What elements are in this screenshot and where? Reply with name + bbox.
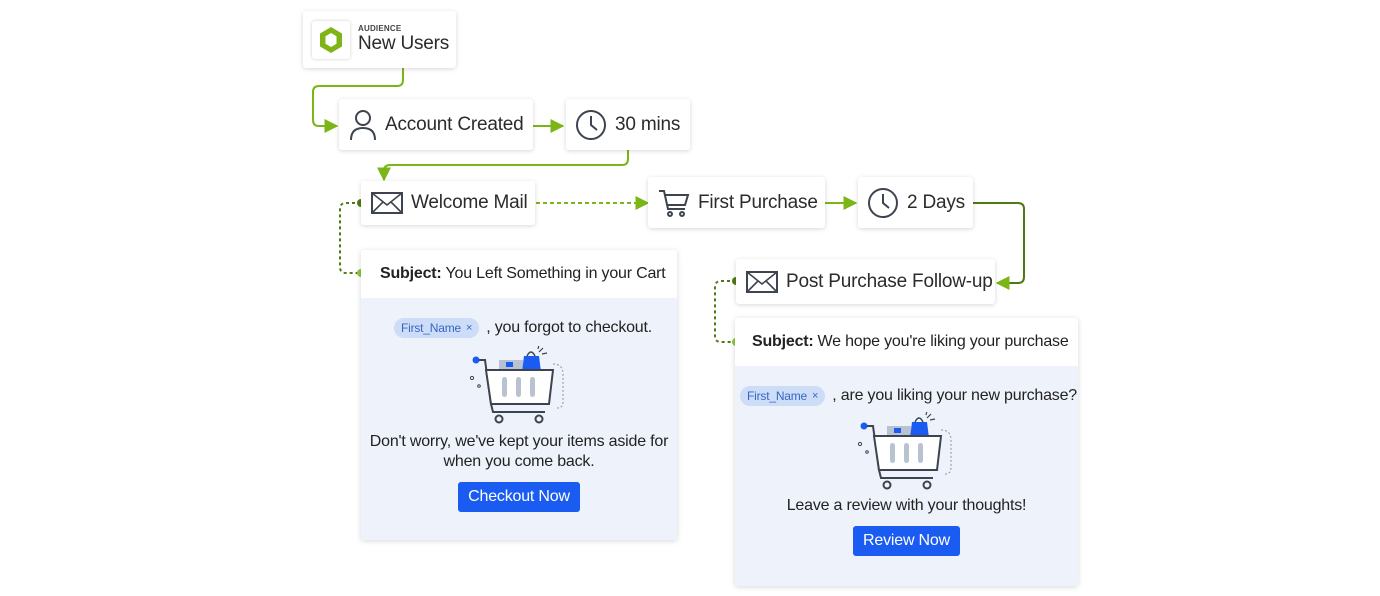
body-line: Leave a review with your thoughts! bbox=[786, 497, 1027, 514]
review-now-button[interactable]: Review Now bbox=[853, 526, 960, 556]
connector-wait-to-welcome bbox=[377, 150, 629, 182]
wait-30-label: 30 mins bbox=[615, 113, 681, 135]
first-name-tag[interactable]: First_Name × bbox=[393, 318, 480, 338]
body-text: Leave a review with your thoughts! bbox=[735, 496, 1078, 516]
wait-30-mins[interactable]: 30 mins bbox=[566, 99, 690, 150]
subject-label: Subject: bbox=[380, 265, 442, 282]
audience-node[interactable]: AUDIENCE New Users bbox=[303, 11, 456, 68]
remove-tag-icon[interactable]: × bbox=[466, 322, 473, 334]
shopping-cart-illustration bbox=[857, 412, 951, 490]
greeting-line: First_Name × , are you liking your new p… bbox=[739, 386, 1078, 406]
greeting-text: , you forgot to checkout. bbox=[486, 319, 653, 336]
body-line: when you come back. bbox=[443, 453, 595, 470]
audience-hexagon-icon bbox=[312, 20, 350, 59]
connector-welcome-to-email1 bbox=[339, 202, 361, 274]
account-created-label: Account Created bbox=[385, 113, 524, 135]
email-subject: Subject: We hope you're liking your purc… bbox=[735, 318, 1078, 366]
tag-label: First_Name bbox=[400, 321, 461, 335]
connector-audience-to-account bbox=[312, 68, 404, 133]
audience-name: New Users bbox=[358, 33, 450, 54]
mail-icon bbox=[371, 191, 403, 215]
greeting-line: First_Name × , you forgot to checkout. bbox=[369, 318, 677, 338]
tag-label: First_Name bbox=[747, 389, 808, 403]
clock-icon bbox=[867, 187, 899, 219]
trigger-account-created[interactable]: Account Created bbox=[339, 99, 533, 150]
connector-followup-to-email2 bbox=[714, 280, 736, 343]
cart-icon bbox=[658, 187, 690, 219]
email-preview-cart: Subject: You Left Something in your Cart… bbox=[361, 250, 677, 540]
first-purchase-label: First Purchase bbox=[698, 191, 818, 213]
welcome-mail-label: Welcome Mail bbox=[411, 192, 528, 213]
action-post-purchase-followup[interactable]: Post Purchase Follow-up bbox=[736, 259, 995, 304]
email-subject: Subject: You Left Something in your Cart bbox=[361, 250, 677, 298]
trigger-first-purchase[interactable]: First Purchase bbox=[648, 177, 825, 228]
remove-tag-icon[interactable]: × bbox=[812, 390, 819, 402]
clock-icon bbox=[575, 109, 607, 141]
mail-icon bbox=[746, 270, 778, 294]
user-icon bbox=[349, 109, 377, 141]
connector-wait-to-followup bbox=[973, 202, 1025, 290]
subject-label: Subject: bbox=[752, 333, 814, 350]
greeting-text: , are you liking your new purchase? bbox=[832, 387, 1077, 404]
email-preview-review: Subject: We hope you're liking your purc… bbox=[735, 318, 1078, 586]
wait-2-days[interactable]: 2 Days bbox=[858, 177, 973, 228]
first-name-tag[interactable]: First_Name × bbox=[740, 386, 826, 406]
subject-text: You Left Something in your Cart bbox=[445, 265, 666, 282]
checkout-now-button[interactable]: Checkout Now bbox=[458, 482, 580, 512]
wait-2-days-label: 2 Days bbox=[907, 191, 965, 213]
subject-text: We hope you're liking your purchase bbox=[817, 333, 1069, 350]
audience-caption: AUDIENCE bbox=[358, 24, 402, 33]
body-line: Don't worry, we've kept your items aside… bbox=[369, 433, 669, 450]
body-text: Don't worry, we've kept your items aside… bbox=[361, 432, 677, 472]
action-welcome-mail[interactable]: Welcome Mail bbox=[361, 181, 535, 225]
post-purchase-label: Post Purchase Follow-up bbox=[786, 270, 993, 292]
shopping-cart-illustration bbox=[469, 346, 564, 424]
